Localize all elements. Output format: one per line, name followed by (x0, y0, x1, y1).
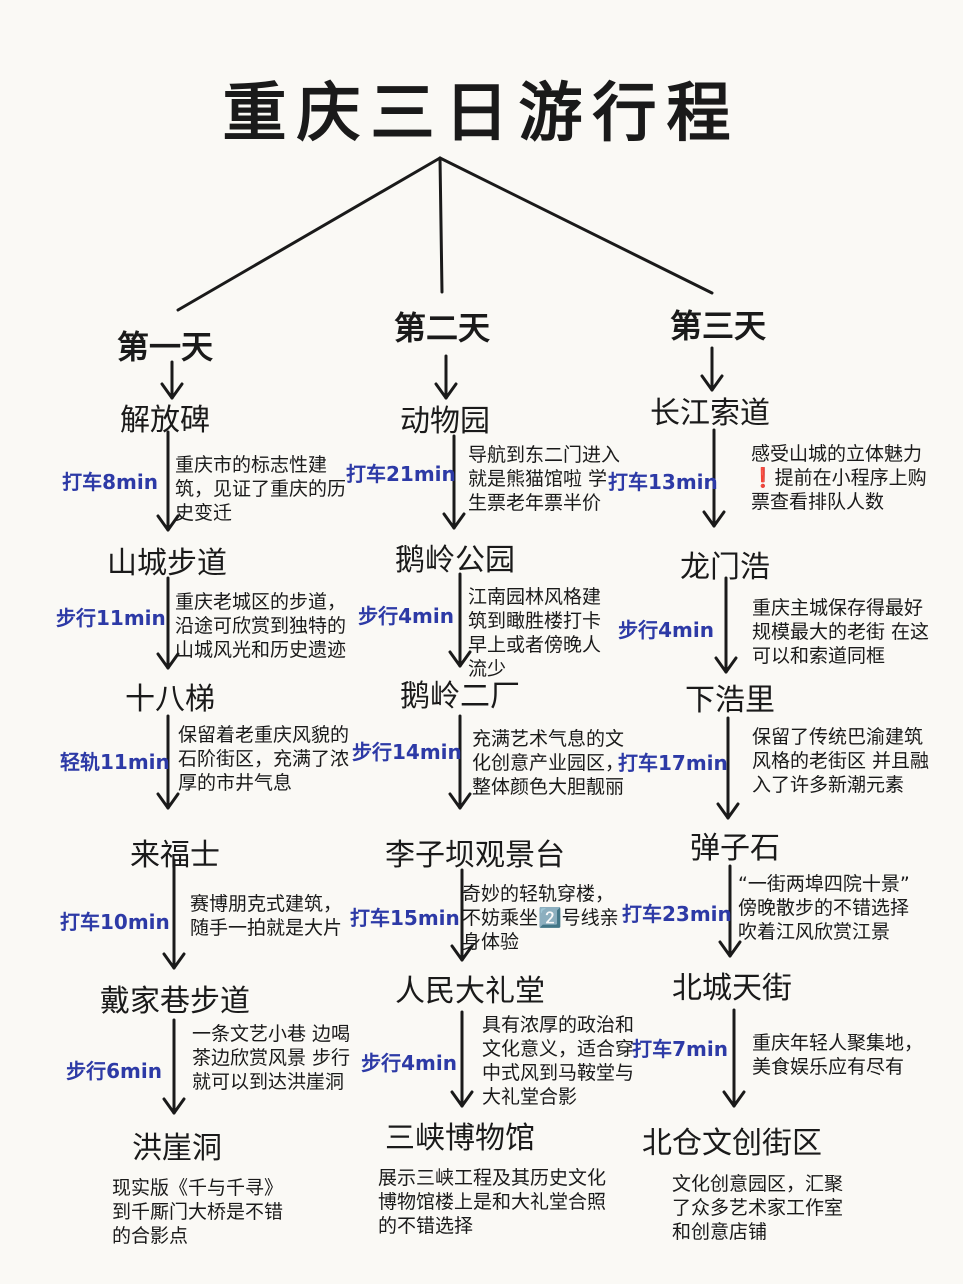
stop-beicheng-tianjie: 北城天街 (672, 971, 792, 1006)
stop-eling-erchang: 鹅岭二厂 (400, 679, 520, 714)
arrow-down-icon (702, 428, 726, 528)
arrow-down-icon (442, 434, 466, 530)
page-title: 重庆三日游行程 (222, 77, 741, 151)
stop-shancheng-trail: 山城步道 (107, 546, 227, 581)
stop-jiefangbei: 解放碑 (120, 403, 210, 438)
stop-description: 感受山城的立体魅力 ❗️提前在小程序上购票查看排队人数 (751, 443, 927, 513)
arrow-down-icon (448, 572, 472, 668)
branch-line-day-1 (176, 156, 442, 312)
stop-description: 江南园林风格建筑到瞰胜楼打卡 早上或者傍晚人流少 (468, 586, 602, 680)
arrow-down-icon (434, 354, 458, 400)
stop-description: “一街两埠四院十景” 傍晚散步的不错选择 吹着江风欣赏江景 (738, 873, 910, 943)
arrow-down-icon (718, 864, 742, 958)
arrow-down-icon (160, 360, 184, 400)
stop-description: 重庆主城保存得最好规模最大的老街 在这可以和索道同框 (752, 597, 930, 667)
day-3-label: 第三天 (669, 307, 766, 345)
day-1-label: 第一天 (116, 328, 213, 366)
transport-label: 步行4min (358, 604, 454, 628)
transport-label: 打车23min (622, 902, 732, 926)
transport-label: 打车17min (618, 751, 728, 775)
stop-description: 重庆老城区的步道，沿途可欣赏到独特的山城风光和历史遗迹 (175, 591, 347, 661)
final-stop-description: 现实版《千与千寻》到千厮门大桥是不错的合影点 (112, 1177, 284, 1247)
stop-daijiaxiang: 戴家巷步道 (100, 984, 250, 1019)
transport-label: 步行4min (618, 618, 714, 642)
arrow-down-icon (162, 858, 186, 970)
stop-raffles: 来福士 (130, 838, 220, 873)
stop-xiahaoli: 下浩里 (685, 683, 775, 718)
arrow-down-icon (722, 1008, 746, 1108)
stop-zoo: 动物园 (400, 404, 490, 439)
stop-description: 保留着老重庆风貌的石阶街区，充满了浓厚的市井气息 (178, 724, 350, 794)
transport-label: 打车21min (346, 462, 456, 486)
transport-label: 步行6min (66, 1059, 162, 1083)
transport-label: 打车8min (62, 470, 158, 494)
stop-cableway: 长江索道 (650, 396, 770, 431)
stop-description: 一条文艺小巷 边喝茶边欣赏风景 步行就可以到达洪崖洞 (192, 1023, 351, 1093)
transport-label: 打车13min (608, 470, 718, 494)
stop-longmenhao: 龙门浩 (680, 550, 770, 585)
transport-label: 步行4min (361, 1051, 457, 1075)
arrow-down-icon (450, 1010, 474, 1108)
stop-description: 导航到东二门进入就是熊猫馆啦 学生票老年票半价 (468, 444, 621, 514)
stop-description: 具有浓厚的政治和文化意义，适合穿中式风到马鞍堂与大礼堂合影 (482, 1014, 635, 1108)
arrow-down-icon (716, 716, 740, 820)
arrow-down-icon (156, 714, 180, 810)
transport-label: 步行11min (56, 606, 166, 630)
stop-shibati: 十八梯 (125, 682, 215, 717)
stop-description: 重庆市的标志性建筑，见证了重庆的历史变迁 (175, 454, 347, 524)
transport-label: 打车15min (350, 906, 460, 930)
stop-description: 保留了传统巴渝建筑风格的老街区 并且融入了许多新潮元素 (752, 726, 930, 796)
final-stop-description: 文化创意园区，汇聚了众多艺术家工作室和创意店铺 (672, 1173, 844, 1243)
arrow-down-icon (700, 346, 724, 392)
branch-line-day-2 (438, 156, 444, 294)
transport-label: 步行14min (352, 740, 462, 764)
transport-label: 轻轨11min (60, 750, 170, 774)
arrow-down-icon (162, 1018, 186, 1115)
arrow-down-icon (714, 576, 738, 674)
final-stop-description: 展示三峡工程及其历史文化 博物馆楼上是和大礼堂合照的不错选择 (378, 1167, 607, 1237)
arrow-down-icon (448, 714, 472, 810)
arrow-down-icon (450, 868, 474, 962)
transport-label: 打车10min (60, 910, 170, 934)
stop-liziba: 李子坝观景台 (385, 838, 565, 873)
stop-great-hall: 人民大礼堂 (395, 974, 545, 1009)
transport-label: 打车7min (632, 1037, 728, 1061)
arrow-down-icon (156, 430, 180, 532)
arrow-down-icon (156, 576, 180, 670)
stop-beicang: 北仓文创街区 (642, 1126, 822, 1161)
stop-description: 充满艺术气息的文化创意产业园区，整体颜色大胆靓丽 (472, 728, 625, 798)
stop-danzishi: 弹子石 (690, 831, 780, 866)
stop-three-gorges-museum: 三峡博物馆 (385, 1121, 535, 1156)
stop-hongyadong: 洪崖洞 (132, 1131, 222, 1166)
stop-eling-park: 鹅岭公园 (395, 543, 515, 578)
stop-description: 奇妙的轻轨穿楼，不妨乘坐2️⃣号线亲身体验 (462, 883, 619, 953)
stop-description: 重庆年轻人聚集地，美食娱乐应有尽有 (752, 1032, 924, 1078)
branch-line-day-3 (438, 156, 714, 295)
stop-description: 赛博朋克式建筑，随手一拍就是大片 (190, 893, 343, 939)
day-2-label: 第二天 (393, 309, 490, 347)
